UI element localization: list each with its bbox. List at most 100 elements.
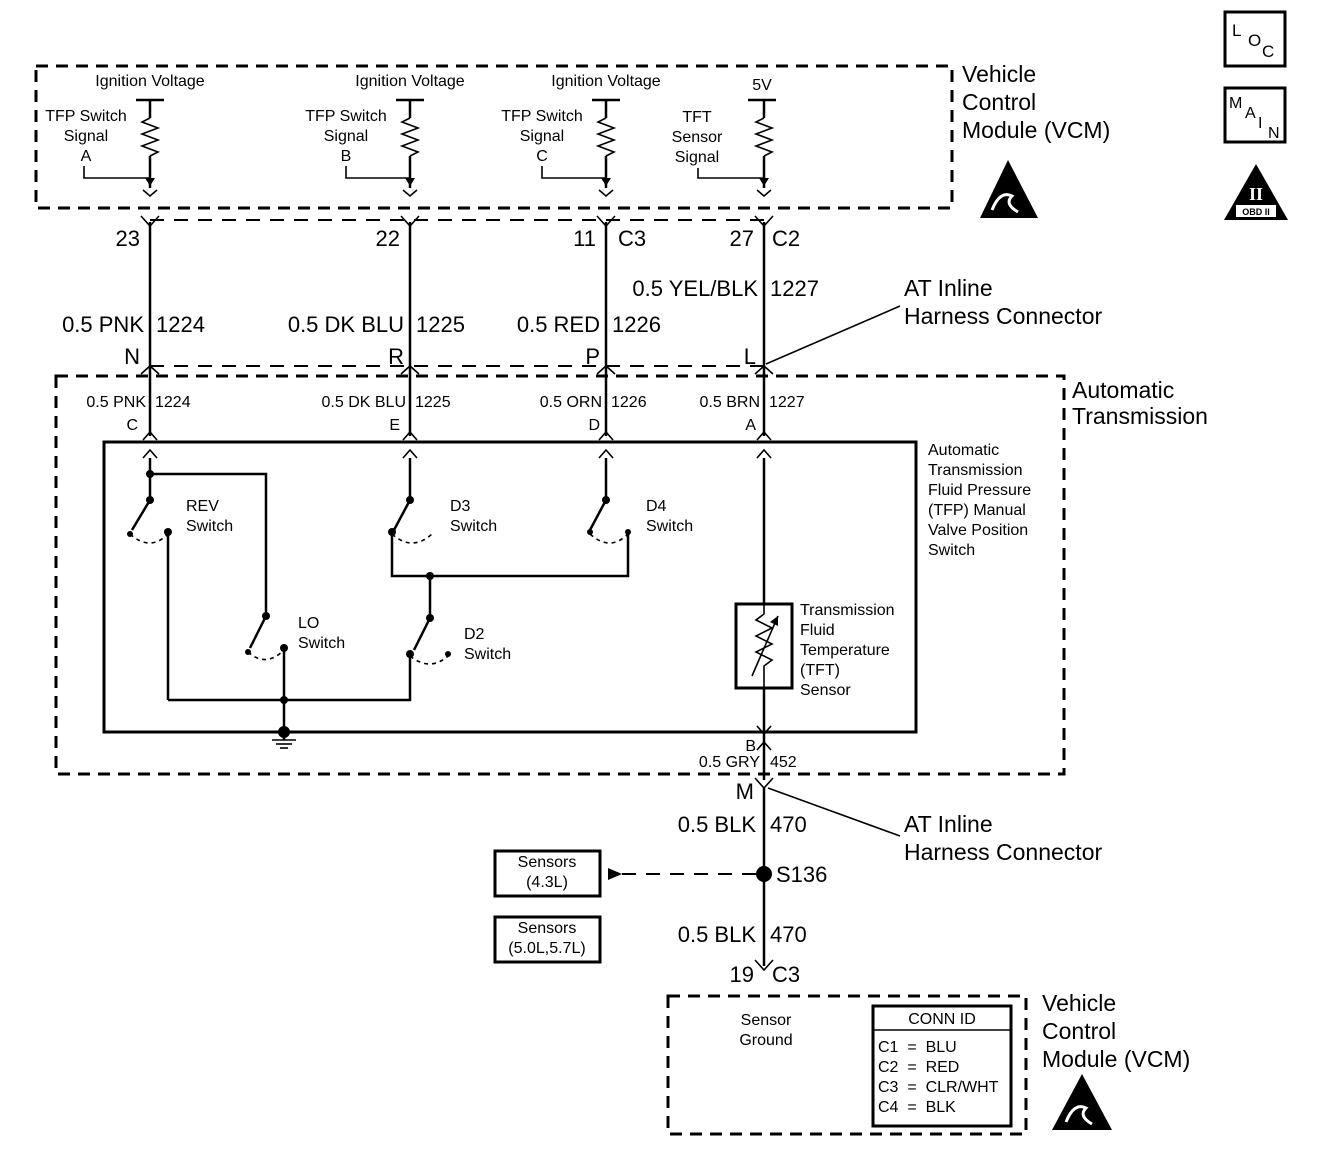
svg-text:TFP Switch: TFP Switch [305,108,387,125]
d4-switch: D4 Switch [587,496,693,544]
svg-text:Signal: Signal [520,128,564,145]
svg-text:Switch: Switch [646,518,693,535]
svg-text:Switch: Switch [464,646,511,663]
inline-connector-leader-bottom [767,787,901,837]
sensors-43-box: Sensors (4.3L) [493,849,602,898]
trans-wire-circuit-1227: 1227 [769,394,805,411]
wire-circuit-470-upper: 470 [770,812,807,837]
trans-pin-c: C [126,417,138,434]
svg-text:A: A [1245,105,1256,122]
inline-connector-leader-top [765,305,901,365]
vcm-top-title-line2: Control [962,89,1036,115]
vcm-pin-22: 22 [376,226,400,251]
inline-connector-label-bottom-line2: Harness Connector [904,839,1102,865]
tft-sensor-label: Transmission Fluid Temperature (TFT) Sen… [800,602,895,699]
vcm-top-boundary [34,64,954,210]
vcm-top-title-line3: Module (VCM) [962,117,1110,143]
svg-text:Switch: Switch [450,518,497,535]
ground-icon [272,732,296,749]
trans-pin-d: D [588,417,600,434]
svg-text:(5.0L,5.7L): (5.0L,5.7L) [508,940,585,957]
svg-text:A: A [81,148,92,165]
svg-text:D3: D3 [450,498,471,515]
vcm-pin-19: 19 [730,962,754,987]
svg-text:Sensors: Sensors [518,920,577,937]
svg-text:L: L [1232,21,1241,40]
svg-text:N: N [1268,125,1280,142]
svg-text:M: M [1229,95,1242,112]
loc-icon: L O C [1223,10,1287,68]
d3-switch: D3 Switch [388,496,497,544]
wire-circuit-470-lower: 470 [770,922,807,947]
svg-text:LO: LO [298,615,319,632]
svg-text:Switch: Switch [186,518,233,535]
input-label-a: TFP Switch Signal A [45,108,127,165]
svg-text:TFP Switch: TFP Switch [45,108,127,125]
svg-text:Sensors: Sensors [518,854,577,871]
transmission-title-line2: Transmission [1072,403,1208,429]
svg-text:TFT: TFT [682,109,712,126]
tft-sensor [734,602,794,690]
main-icon: M A I N [1223,86,1287,144]
supply-label-c: Ignition Voltage [551,73,661,90]
tfp-internal-wiring [146,458,766,742]
svg-text:Transmission: Transmission [928,462,1023,479]
inline-pin-l: L [744,344,756,369]
svg-text:C: C [536,148,548,165]
vcm-pin-11: 11 [573,226,596,251]
vcm-bottom-title: Vehicle Control Module (VCM) [1042,990,1190,1072]
svg-text:I: I [1258,115,1262,132]
svg-text:Vehicle: Vehicle [1042,990,1116,1016]
wire-circuit-1224: 1224 [156,312,205,337]
vcm-top-title: Vehicle Control Module (VCM) [962,61,1110,143]
sensors-57-box: Sensors (5.0L,5.7L) [493,915,602,964]
transmission-boundary [54,374,1066,776]
vcm-conn-c3: C3 [618,226,646,251]
wire-circuit-1227: 1227 [770,276,819,301]
input-label-b: TFP Switch Signal B [305,108,387,165]
trans-wire-circuit-1226: 1226 [611,394,647,411]
conn-id-row-c3: C3 = CLR/WHT [878,1079,999,1096]
tfp-switch-assembly [102,440,918,734]
inline-connector-label-bottom-line1: AT Inline [904,811,993,837]
svg-text:Transmission: Transmission [800,602,895,619]
transmission-title-line1: Automatic [1072,377,1174,403]
conn-id-row-c4: C4 = BLK [878,1099,956,1116]
wire-color-1224: 0.5 PNK [62,312,144,337]
trans-wire-color-brn: 0.5 BRN [700,394,760,411]
svg-text:B: B [341,148,352,165]
svg-text:Automatic: Automatic [928,442,999,459]
trans-wire-color-orn: 0.5 ORN [540,394,602,411]
wire-color-1225: 0.5 DK BLU [288,312,404,337]
vcm-pin-27: 27 [730,226,754,251]
svg-text:Ground: Ground [739,1032,792,1049]
splice-label: S136 [776,862,827,887]
splice-s136 [756,866,772,882]
pullup-resistor-tft [697,98,776,198]
svg-text:Signal: Signal [324,128,368,145]
svg-text:Fluid: Fluid [800,622,835,639]
rev-switch: REV Switch [127,496,233,544]
inline-connector-label-top-line1: AT Inline [904,275,993,301]
trans-wire-color-dkblu: 0.5 DK BLU [322,394,406,411]
conn-id-row-c1: C1 = BLU [878,1039,957,1056]
pullup-resistor-b [345,98,424,198]
vcm-terminal-19 [754,959,774,972]
svg-text:OBD II: OBD II [1242,207,1270,217]
conn-id-row-c2: C2 = RED [878,1059,959,1076]
wire-circuit-1226: 1226 [612,312,661,337]
svg-text:REV: REV [186,498,219,515]
obd-ii-icon: II OBD II [1224,164,1288,220]
svg-text:Signal: Signal [64,128,108,145]
pullup-resistor-a [83,98,164,198]
trans-wire-circuit-1224: 1224 [155,394,191,411]
supply-label-5v: 5V [752,77,772,94]
vcm-conn-c3-bottom: C3 [772,962,800,987]
trans-pin-a: A [745,417,756,434]
svg-text:II: II [1249,184,1263,204]
svg-text:C: C [1262,42,1274,61]
wire-color-470-lower: 0.5 BLK [678,922,757,947]
inline-pin-n: N [124,344,140,369]
inline-connector-label-top-line2: Harness Connector [904,303,1102,329]
